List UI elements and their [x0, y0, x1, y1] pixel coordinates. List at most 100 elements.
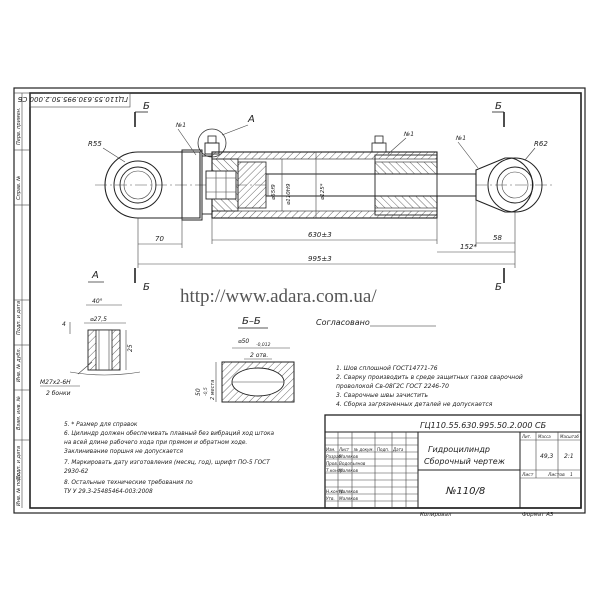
title-sheet: Лист	[521, 472, 534, 478]
position-1c-label: №1	[455, 135, 466, 142]
section-bb-tol: -0,012	[256, 342, 271, 348]
title-block: ГЦ110.55.630.995.50.2.000 СБ Изм. Лист №…	[324, 414, 582, 509]
weld-note-5: 4. Сборка загрязненных деталей не допуск…	[336, 401, 493, 408]
col-lit: Лит.	[521, 434, 531, 439]
position-1b-label: №1	[403, 131, 414, 138]
gland-bottom	[374, 195, 438, 209]
weld-note-4: 3. Сварочные швы зачистить	[336, 392, 428, 399]
person-1: Маляков	[339, 454, 358, 459]
col-mass: Масса	[538, 434, 551, 439]
weld-notes: 1. Шов сплошной ГОСТ14771-76 2. Сварку п…	[336, 365, 523, 408]
top-stamp-box	[29, 92, 131, 108]
person-5: Маляков	[339, 496, 358, 501]
dia-125-label: ⌀125*	[320, 183, 326, 200]
inner-frame	[29, 92, 582, 509]
role-prov: Пров.	[326, 461, 338, 466]
title-designation: ГЦ110.55.630.995.50.2.000 СБ	[420, 421, 547, 430]
detail-a-title: А	[91, 270, 99, 281]
barrel-wall-bottom	[211, 210, 438, 219]
detail-a-qty: 2 бонки	[46, 390, 71, 397]
title-scale: 2:1	[564, 453, 574, 460]
col-izm: Изм.	[326, 447, 335, 452]
weld-note-3: проволокой Св-08Г2С ГОСТ 2246-70	[336, 383, 449, 390]
col-data: Дата	[392, 447, 404, 452]
strip-podp-data-2: Подп. и дата	[16, 446, 22, 480]
dim-630-label: 630±3	[308, 231, 332, 239]
section-bb-side-dim: 50	[195, 388, 202, 396]
section-b-top-right: Б	[495, 101, 502, 112]
left-eye-bore-outer	[113, 160, 163, 210]
general-note-6: 2930-62	[64, 469, 89, 475]
general-note-2: 6. Цилиндр должен обеспечивать плавный б…	[64, 431, 275, 437]
dia-55-label: ⌀55f9	[271, 184, 277, 200]
section-bb-holes: 2 отв.	[250, 352, 268, 359]
section-b-bottom-right: Б	[495, 282, 502, 293]
piston-nut	[205, 170, 237, 200]
format-label: Формат А3	[522, 512, 554, 518]
strip-inv-podl: Инв. № подл.	[16, 472, 22, 507]
right-port-boss	[371, 142, 387, 153]
section-bb-title: Б–Б	[242, 316, 261, 327]
title-name-2: Сборочный чертеж	[424, 457, 506, 466]
detail-a-angle: 40°	[92, 298, 103, 305]
detail-a-letter: А	[247, 114, 255, 125]
detail-a-dia: ⌀27,5	[90, 316, 107, 323]
main-view: ⌀55f9 ⌀110H9 ⌀125* R55 R62 №1 №1 №1 А Б …	[88, 101, 555, 293]
right-eye-bore-inner	[501, 171, 529, 199]
dia-110-label: ⌀110H9	[286, 183, 292, 205]
weld-note-1: 1. Шов сплошной ГОСТ14771-76	[336, 365, 438, 372]
person-3: Маляков	[339, 468, 358, 473]
person-4: Маляков	[339, 489, 358, 494]
role-nkontr: Н.контр.	[326, 489, 345, 494]
strip-perv-primen: Перв. примен.	[16, 107, 22, 145]
top-stamp-text: ГЦ110.55.630.995.50.2.000 СБ	[17, 95, 128, 103]
general-note-4: Заклинивание поршня не допускается	[64, 449, 184, 455]
piston-seal	[237, 161, 267, 209]
section-bb-side-note: 2 места	[210, 380, 216, 400]
general-note-5: 7. Маркировать дату изготовления (месяц,…	[64, 460, 270, 466]
section-b-top-left: Б	[143, 101, 150, 112]
strip-podp-data-1: Подп. и дата	[16, 301, 22, 335]
detail-a-dim-25: 25	[127, 344, 134, 352]
col-scale: Масштаб	[560, 434, 580, 439]
role-utv: Утв.	[326, 496, 335, 501]
dim-58-label: 58	[493, 234, 502, 242]
dim-152-label: 152*	[460, 243, 477, 251]
col-podp: Подп.	[377, 447, 389, 452]
section-b-bottom-left: Б	[143, 282, 150, 293]
outer-frame	[13, 87, 586, 514]
radius-left-label: R55	[88, 140, 102, 148]
barrel-wall-top	[211, 151, 438, 160]
agreed-label: Согласовано	[316, 318, 370, 327]
strip-sprav-no: Справ. №	[16, 176, 22, 200]
right-port-plug	[374, 135, 384, 144]
role-razrab: Разраб.	[326, 454, 342, 459]
detail-a-view: А 40° ⌀27,5 4 25 М27х2-6Н 2 бонки	[40, 270, 141, 397]
role-tkontr: Т.контр.	[326, 468, 344, 473]
col-doc: № докум.	[353, 447, 374, 452]
col-list: Лист	[338, 447, 350, 452]
section-bb-side-tol: -0,5	[203, 387, 209, 396]
left-eye-body	[104, 151, 201, 219]
strip-vzam-inv: Взам. инв. №	[16, 396, 22, 430]
piston-rod	[265, 173, 477, 197]
general-notes: 5. * Размер для справок 6. Цилиндр долже…	[64, 422, 275, 495]
general-note-3: на всей длине рабочего хода при прямом и…	[64, 440, 247, 446]
dim-995-label: 995±3	[308, 255, 332, 263]
person-2: Водопьянов	[339, 461, 366, 466]
strip-inv-dubl: Инв. № дубл.	[16, 348, 22, 382]
title-sheets: Листов	[547, 472, 565, 478]
left-eye-bore-inner	[123, 170, 153, 200]
copied-label: Копировал	[420, 512, 452, 518]
title-name-1: Гидроцилиндр	[428, 445, 490, 454]
section-bb-dia: ⌀50	[238, 338, 249, 345]
gland-top	[374, 161, 438, 175]
watermark: http://www.adara.com.ua/	[180, 286, 377, 307]
right-eye-bore	[496, 166, 534, 204]
bonka-bore	[95, 329, 113, 371]
position-1a-label: №1	[175, 122, 186, 129]
gland	[374, 154, 438, 216]
weld-note-2: 2. Сварку производить в среде защитных г…	[336, 374, 523, 381]
detail-a-thread: М27х2-6Н	[40, 379, 71, 386]
